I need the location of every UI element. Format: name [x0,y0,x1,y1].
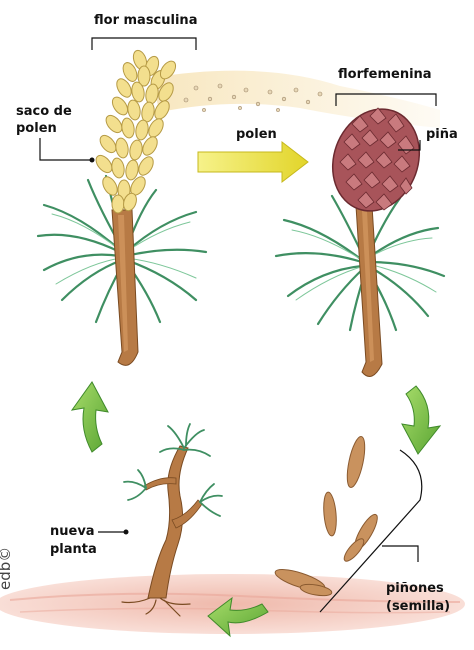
label-saco-de-polen-line2: polen [16,120,57,137]
cycle-arrow-icon [402,386,440,454]
label-saco-de-polen-line1: saco de [16,103,72,120]
pollen-arrow [198,142,308,182]
label-nueva-planta-line1: nueva [50,523,95,540]
label-semilla: (semilla) [386,598,450,615]
label-pinones: piñones [386,580,444,597]
cycle-arrow-icon [72,382,108,452]
label-flor-masculina: flor masculina [94,12,197,29]
pollen-cone-icon [93,49,179,213]
label-pina: piña [426,126,458,143]
label-flor-femenina: florfemenina [338,66,432,83]
copyright-credit: edb© [0,547,14,590]
female-branch [276,196,444,377]
label-polen: polen [236,126,277,143]
label-nueva-planta-line2: planta [50,541,97,558]
seed-icon [273,435,381,598]
